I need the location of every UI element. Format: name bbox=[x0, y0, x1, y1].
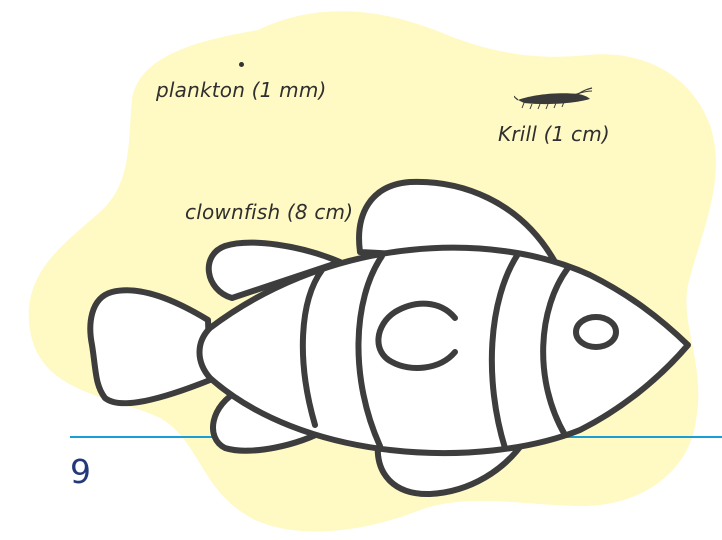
page-number: 9 bbox=[70, 452, 91, 491]
